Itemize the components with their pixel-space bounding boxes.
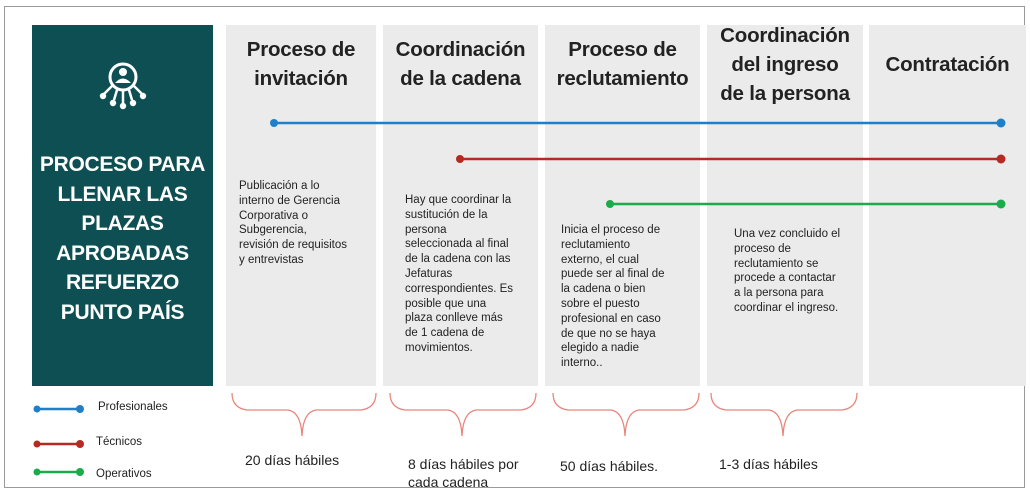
column-onboarding-coordination: Coordinación del ingreso de la persona U… [707,24,863,386]
legend-label-profesionales: Profesionales [98,401,168,413]
column-recruitment: Proceso de reclutamiento Inicia el proce… [545,25,700,386]
column-title: Coordinación de la cadena [395,38,526,90]
duration-chain: 8 días hábiles por cada cadena [408,456,519,490]
brace-invitation [231,392,377,437]
column-title: Proceso de reclutamiento [556,38,689,90]
duration-invitation: 20 días hábiles [245,452,340,468]
legend-label-operativos: Operativos [96,468,152,480]
timeline-line-profesionales [270,118,1006,128]
legend-line-tecnicos [33,440,84,448]
duration-braces [231,392,858,437]
legend-line-profesionales [33,405,84,413]
duration-recruitment: 50 días hábiles. [560,458,659,474]
column-description: Publicación a lo interno de Gerencia Cor… [239,180,348,266]
legend-line-operativos [33,468,84,476]
column-title: Coordinación del ingreso de la persona [720,24,850,105]
legend-label-tecnicos: Técnicos [96,436,143,448]
column-description: Hay que coordinar la sustitución de la p… [405,194,514,354]
column-chain-coordination: Coordinación de la cadena Hay que coordi… [383,25,538,386]
column-title: Contratación [885,53,1010,76]
brace-recruitment [552,392,700,437]
column-description: Una vez concluido el proceso de reclutam… [734,228,841,314]
brace-onboarding [710,392,858,437]
process-title: PROCESO PARA LLENAR LAS PLAZAS APROBADAS… [39,153,206,324]
timeline-line-tecnicos [456,154,1006,164]
process-title-panel: PROCESO PARA LLENAR LAS PLAZAS APROBADAS… [32,25,213,386]
column-description: Inicia el proceso de reclutamiento exter… [561,224,665,370]
column-invitation: Proceso de invitación Publicación a lo i… [226,25,376,386]
people-network-icon [99,62,147,110]
duration-onboarding: 1-3 días hábiles [719,456,818,472]
brace-chain [389,392,537,437]
column-title: Proceso de invitación [246,38,356,90]
timeline-line-operativos [606,199,1006,209]
